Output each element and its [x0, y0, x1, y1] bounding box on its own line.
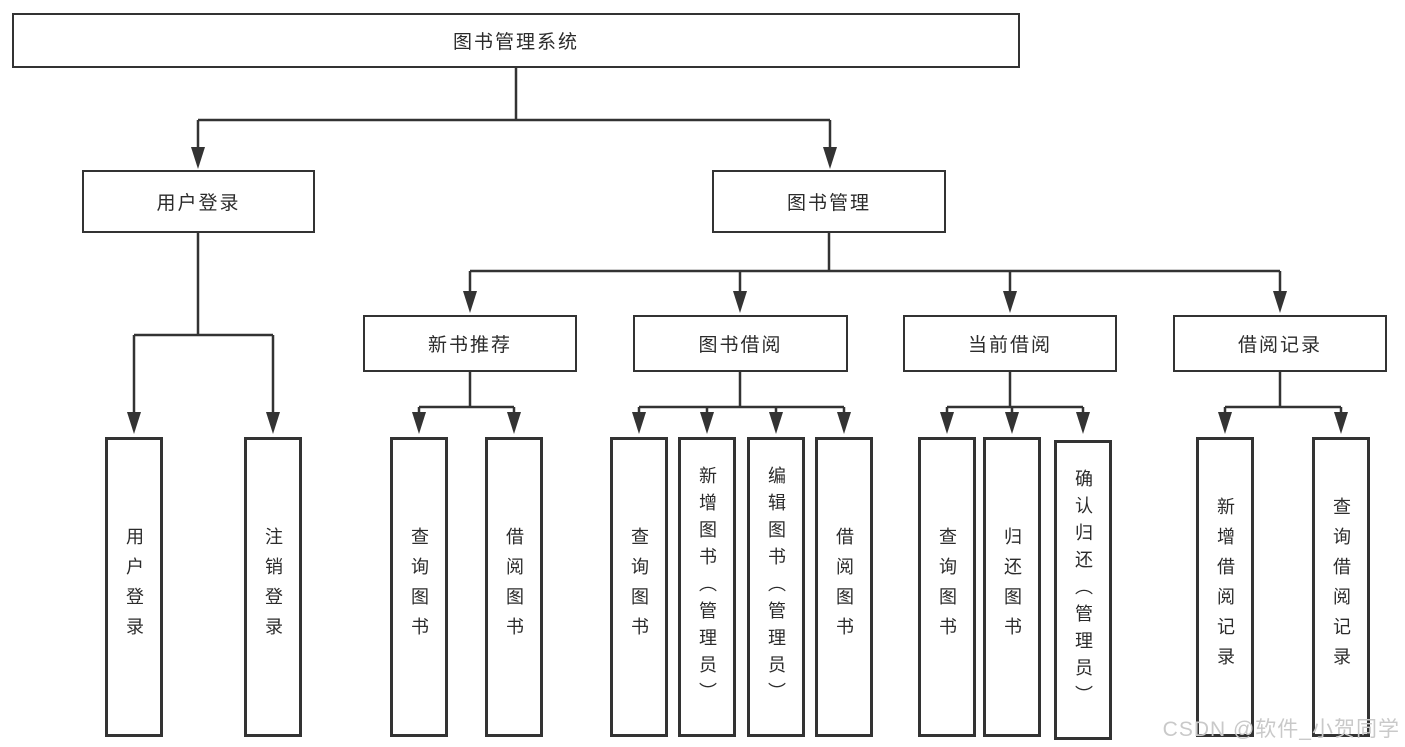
connector-book-borrowing-branch — [632, 372, 851, 434]
leaf-label: 归还图书 — [1002, 527, 1022, 647]
leaf-label: 编辑图书（管理员） — [766, 465, 786, 709]
node-library-management-system: 图书管理系统 — [12, 13, 1020, 68]
leaf-add-books-admin: 新增图书（管理员） — [678, 437, 736, 737]
node-label: 新书推荐 — [427, 335, 512, 356]
connector-root-to-level2 — [191, 68, 837, 169]
leaf-label: 借阅图书 — [504, 527, 524, 647]
leaf-label: 查询图书 — [409, 527, 429, 647]
leaf-label: 确认归还（管理员） — [1073, 468, 1093, 712]
node-book-borrowing: 图书借阅 — [633, 315, 848, 372]
leaf-add-borrow-record: 新增借阅记录 — [1196, 437, 1254, 737]
node-user-login: 用户登录 — [82, 170, 315, 233]
node-new-book-recommend: 新书推荐 — [363, 315, 577, 372]
node-book-management: 图书管理 — [712, 170, 946, 233]
node-label: 图书管理 — [786, 193, 871, 214]
node-label: 借阅记录 — [1237, 335, 1322, 356]
leaf-label: 新增图书（管理员） — [697, 465, 717, 709]
leaf-query-books-current: 查询图书 — [918, 437, 976, 737]
leaf-borrow-books-recommend: 借阅图书 — [485, 437, 543, 737]
leaf-edit-books-admin: 编辑图书（管理员） — [747, 437, 805, 737]
csdn-watermark: CSDN @软件_小贺同学 — [1162, 718, 1400, 741]
connector-current-borrowing-branch — [940, 372, 1090, 434]
node-label: 图书借阅 — [698, 335, 783, 356]
node-borrowing-records: 借阅记录 — [1173, 315, 1387, 372]
leaf-label: 查询图书 — [937, 527, 957, 647]
leaf-label: 用户登录 — [124, 527, 144, 647]
leaf-return-books: 归还图书 — [983, 437, 1041, 737]
leaf-label: 注销登录 — [263, 527, 283, 647]
connector-user-login-branch — [127, 233, 280, 434]
connector-book-management-branch — [463, 233, 1287, 313]
node-label: 图书管理系统 — [452, 32, 579, 53]
node-label: 当前借阅 — [967, 335, 1052, 356]
leaf-query-books-recommend: 查询图书 — [390, 437, 448, 737]
node-current-borrowing: 当前借阅 — [903, 315, 1117, 372]
leaf-label: 新增借阅记录 — [1215, 497, 1235, 677]
leaf-borrow-books: 借阅图书 — [815, 437, 873, 737]
leaf-label: 查询图书 — [629, 527, 649, 647]
leaf-query-books-borrowing: 查询图书 — [610, 437, 668, 737]
connector-new-book-recommend-branch — [412, 372, 521, 434]
leaf-label: 借阅图书 — [834, 527, 854, 647]
leaf-label: 查询借阅记录 — [1331, 497, 1351, 677]
node-label: 用户登录 — [156, 193, 241, 214]
leaf-logout: 注销登录 — [244, 437, 302, 737]
leaf-query-borrow-record: 查询借阅记录 — [1312, 437, 1370, 737]
connector-borrowing-records-branch — [1218, 372, 1348, 434]
leaf-confirm-return-admin: 确认归还（管理员） — [1054, 440, 1112, 740]
leaf-user-login: 用户登录 — [105, 437, 163, 737]
